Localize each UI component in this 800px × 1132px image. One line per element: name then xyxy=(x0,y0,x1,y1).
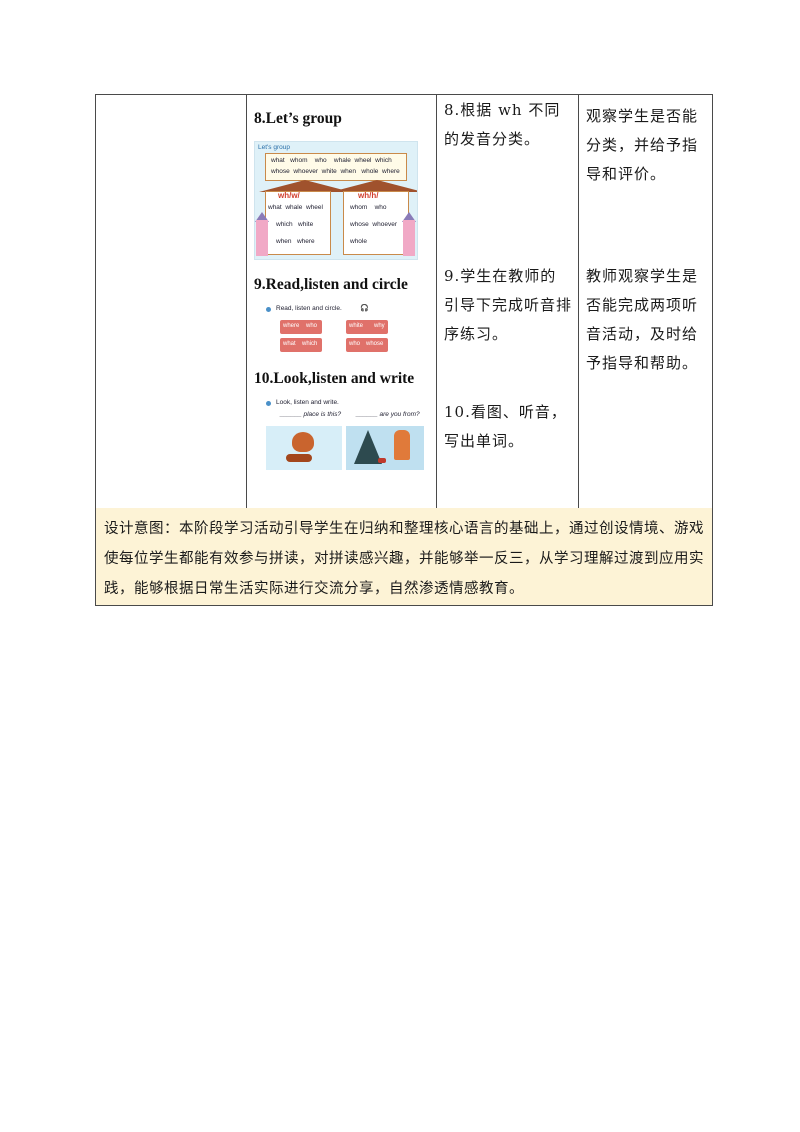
teacher-observation-a: 观察学生是否能分类，并给予指导和评价。 xyxy=(586,107,699,183)
word: wheel xyxy=(305,204,323,211)
word: where xyxy=(296,238,315,245)
word: where xyxy=(382,168,400,175)
table-left-border xyxy=(95,94,96,606)
col-divider-3 xyxy=(578,94,579,508)
word: what xyxy=(268,204,282,211)
word: white xyxy=(298,221,314,228)
right-tower xyxy=(403,220,415,256)
look-listen-write-image: Look, listen and write. ______ place is … xyxy=(262,398,426,470)
word: whoever xyxy=(372,221,397,228)
activity-heading-8: 8.Let’s group xyxy=(254,110,342,127)
word-row-1: what whom who whale wheel which xyxy=(271,157,392,164)
write-image-title: Look, listen and write. xyxy=(276,399,339,406)
right-group-header: wh/h/ xyxy=(358,191,379,200)
left-words-3: when where xyxy=(276,238,315,245)
right-tower-cap xyxy=(402,212,416,222)
right-group-card: wh/h/ whom who whose whoever whole xyxy=(343,191,409,255)
right-words-3: whole xyxy=(350,238,367,245)
child-icon xyxy=(394,430,410,460)
activity-heading-10: 10.Look,listen and write xyxy=(254,370,415,387)
brick-word: who xyxy=(349,341,361,347)
right-words-2: whose whoever xyxy=(350,221,397,228)
acorn-icon xyxy=(286,454,312,462)
read-listen-circle-image: Read, listen and circle. 🎧 where who whit… xyxy=(262,304,412,356)
word: whose xyxy=(350,221,369,228)
word: what xyxy=(271,157,285,164)
word: who xyxy=(374,204,387,211)
student-activity-9: 9.学生在教师的引导下完成听音排序练习。 xyxy=(444,267,573,343)
word: whale xyxy=(285,204,303,211)
snow-scene-right xyxy=(346,426,424,470)
squirrel-icon xyxy=(292,432,314,452)
word: who xyxy=(314,157,327,164)
word: whoever xyxy=(293,168,318,175)
table-right-border xyxy=(712,94,713,606)
word-brick: who whose xyxy=(346,338,388,352)
tree-icon xyxy=(354,430,382,464)
lets-group-image: Let's group what whom who whale wheel wh… xyxy=(254,141,418,260)
left-words-2: which white xyxy=(276,221,313,228)
brick-word: why xyxy=(374,323,385,329)
brick-word: who xyxy=(306,323,318,329)
left-roof xyxy=(259,180,351,192)
right-roof xyxy=(331,180,417,192)
word: whale xyxy=(333,157,351,164)
left-group-card: wh/w/ what whale wheel which white when … xyxy=(265,191,331,255)
group-image-label: Let's group xyxy=(258,144,290,151)
word: whom xyxy=(350,204,368,211)
activity-heading-9: 9.Read,listen and circle xyxy=(254,276,408,293)
word: whole xyxy=(361,168,379,175)
brick-word: white xyxy=(349,323,364,329)
word: whose xyxy=(271,168,290,175)
word-row-2: whose whoever white when whole where xyxy=(271,168,400,175)
word: whole xyxy=(350,238,367,245)
word: which xyxy=(375,157,392,164)
left-group-header: wh/w/ xyxy=(278,191,300,200)
brick-word: which xyxy=(302,341,318,347)
word-brick: what which xyxy=(280,338,322,352)
word: whom xyxy=(290,157,308,164)
word: when xyxy=(340,168,356,175)
word: when xyxy=(276,238,292,245)
col-divider-1 xyxy=(246,94,247,508)
blank-question-1: ______ place is this? xyxy=(280,411,342,418)
right-words-1: whom who xyxy=(350,204,387,211)
left-tower xyxy=(256,220,268,256)
design-intent-row: 设计意图：本阶段学习活动引导学生在归纳和整理核心语言的基础上，通过创设情境、游戏… xyxy=(96,508,712,605)
col-divider-2 xyxy=(436,94,437,508)
word: white xyxy=(321,168,337,175)
left-words-1: what whale wheel xyxy=(268,204,323,211)
word-brick: white why xyxy=(346,320,388,334)
brick-word: where xyxy=(283,323,300,329)
student-activity-10: 10.看图、听音，写出单词。 xyxy=(444,403,567,450)
left-tower-cap xyxy=(255,212,269,222)
design-intent-text: 设计意图：本阶段学习活动引导学生在归纳和整理核心语言的基础上，通过创设情境、游戏… xyxy=(104,521,704,597)
student-activity-8: 8.根据 wh 不同的发音分类。 xyxy=(444,101,561,148)
word-board: what whom who whale wheel which whose wh… xyxy=(265,153,407,181)
bullet-icon xyxy=(266,307,271,312)
table-bottom-border xyxy=(95,605,713,606)
brick-word: what xyxy=(283,341,296,347)
snow-scene-left xyxy=(266,426,342,470)
teacher-observation-b: 教师观察学生是否能完成两项听音活动，及时给予指导和帮助。 xyxy=(586,267,699,372)
word: wheel xyxy=(354,157,372,164)
table-top-border xyxy=(95,94,713,95)
headphones-icon: 🎧 xyxy=(360,305,369,312)
circle-image-title: Read, listen and circle. xyxy=(276,305,342,312)
brick-word: whose xyxy=(366,341,384,347)
glove-icon xyxy=(378,458,386,463)
word: which xyxy=(276,221,293,228)
bullet-icon xyxy=(266,401,271,406)
word-brick: where who xyxy=(280,320,322,334)
blank-question-2: ______ are you from? xyxy=(356,411,420,418)
